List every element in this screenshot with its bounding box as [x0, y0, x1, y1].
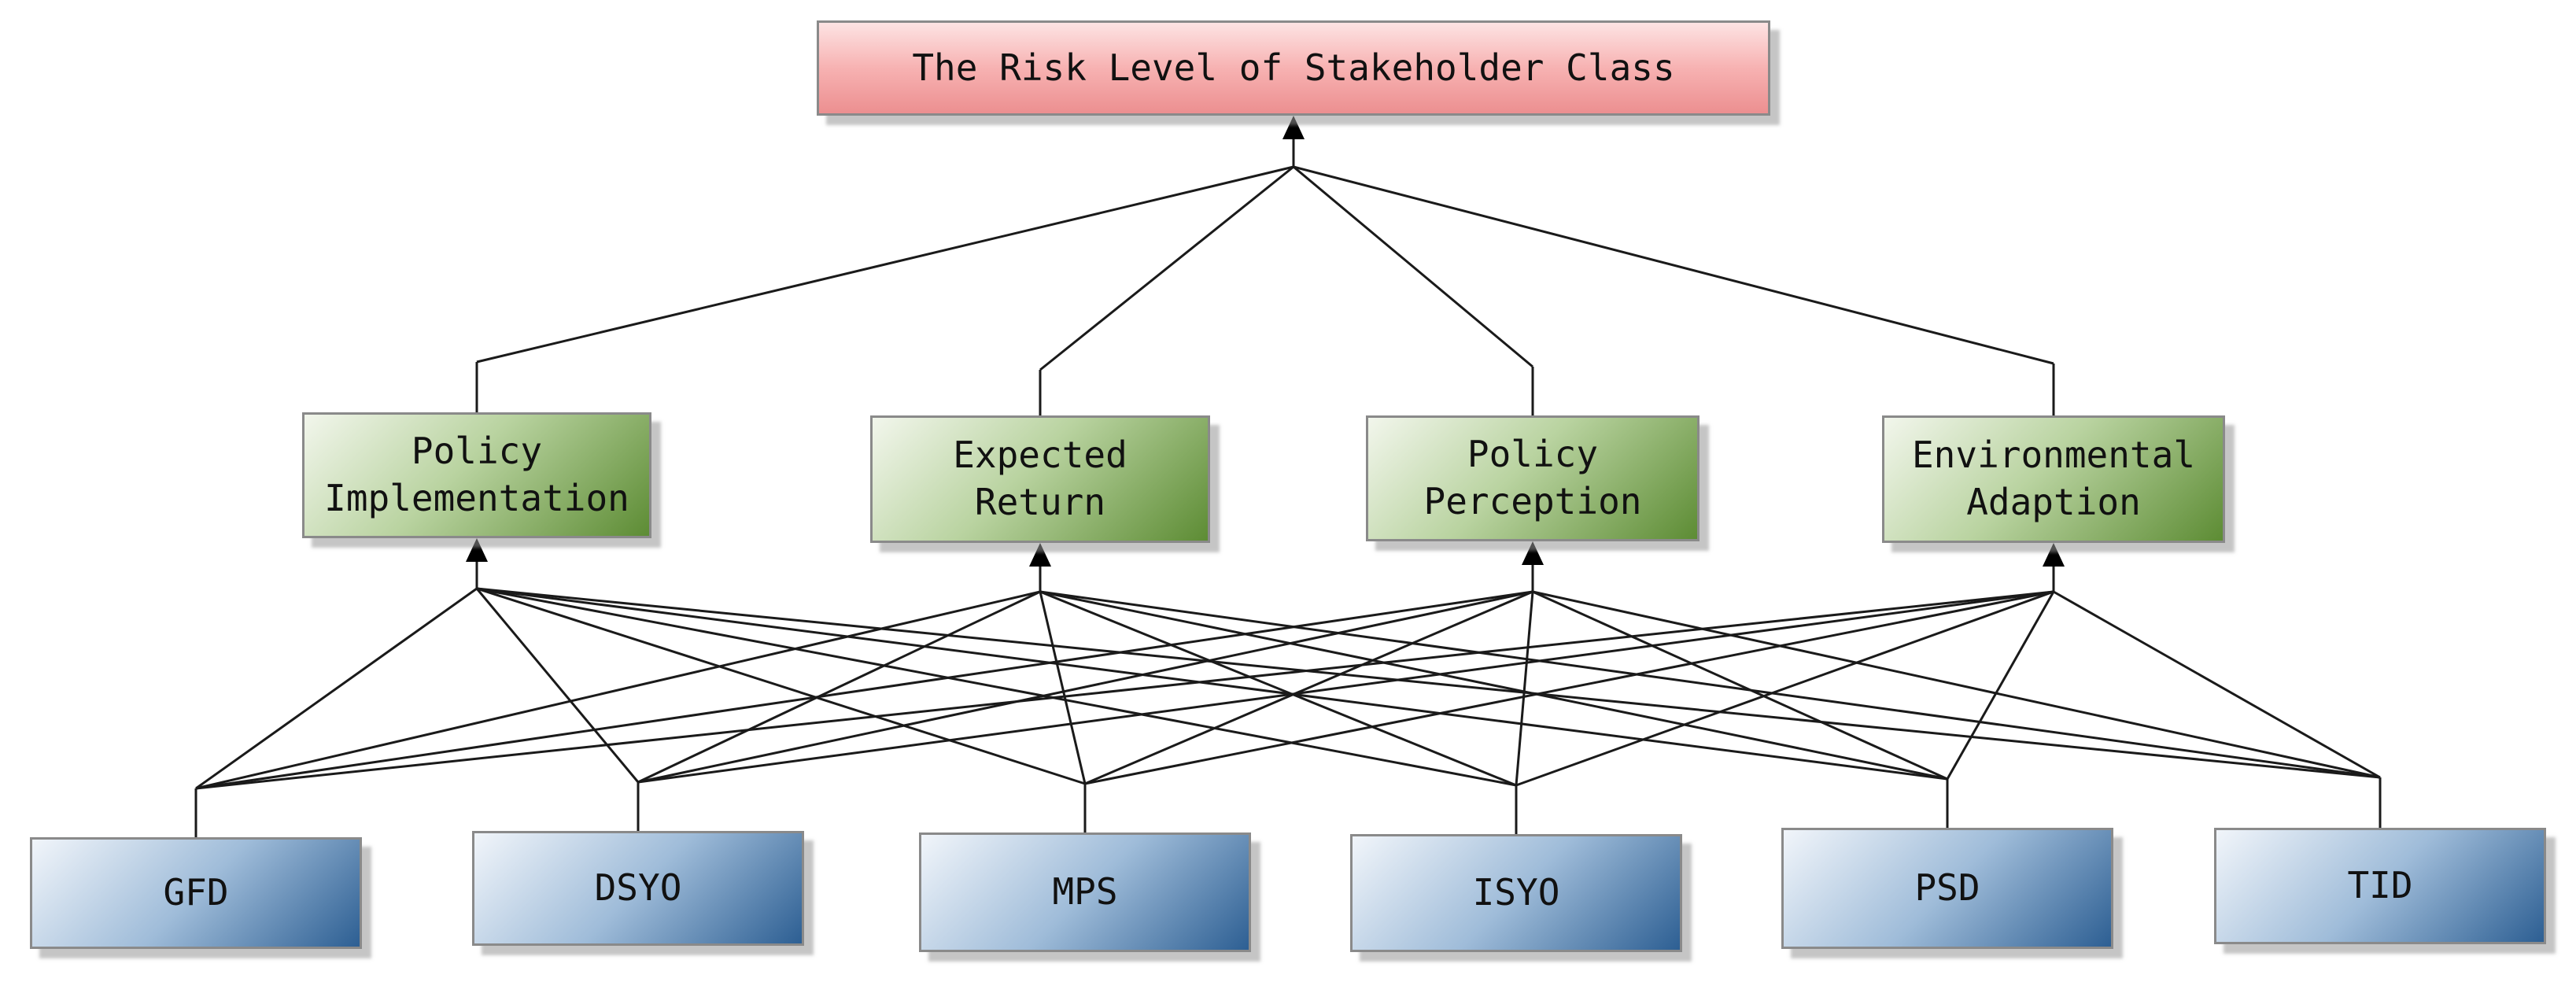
connector-indicator-to-criterion: [1084, 590, 2054, 785]
connector-indicator-to-criterion: [195, 590, 1041, 790]
connector-indicator-to-criterion: [476, 587, 1086, 785]
connector-indicator-to-criterion: [1515, 590, 2054, 787]
indicator-node-isyo: ISYO: [1350, 834, 1682, 952]
goal-node: The Risk Level of Stakeholder Class: [817, 20, 1770, 116]
connector-indicator-to-criterion: [1039, 590, 1517, 787]
connector-indicator-to-criterion: [2053, 590, 2381, 779]
indicator-label: TID: [2347, 864, 2413, 907]
connector-indicator-to-criterion: [195, 590, 1533, 790]
connector-indicator-to-criterion: [476, 587, 1517, 787]
indicator-node-psd: PSD: [1781, 828, 2113, 949]
connector-indicator-to-criterion: [476, 587, 1948, 781]
connector-indicator-to-criterion: [195, 590, 2054, 790]
connector-indicator-to-criterion: [476, 587, 2381, 779]
connector-indicator-to-criterion: [1039, 590, 1948, 781]
criterion-label-line1: Expected: [953, 434, 1127, 477]
criterion-label-line2: Perception: [1423, 480, 1642, 522]
criterion-node-policy-perception: Policy Perception: [1366, 415, 1699, 541]
criterion-label-line1: Policy: [411, 430, 543, 473]
arrowhead-goal: [1282, 116, 1305, 139]
indicator-label: DSYO: [594, 866, 682, 910]
criterion-label-line1: Policy: [1467, 433, 1599, 476]
indicator-label: PSD: [1914, 866, 1980, 910]
connector-indicator-to-criterion: [475, 588, 640, 783]
indicator-node-dsyo: DSYO: [472, 831, 804, 946]
connector-indicator-to-criterion: [1039, 590, 2381, 779]
connector-criterion-to-goal: [1039, 165, 1294, 371]
criterion-label-line2: Return: [974, 481, 1106, 523]
connector-indicator-to-criterion: [637, 590, 1041, 784]
criterion-node-policy-implementation: Policy Implementation: [302, 412, 651, 538]
indicator-node-gfd: GFD: [30, 837, 362, 949]
criterion-label-line2: Adaption: [1966, 481, 2141, 523]
connector-indicator-to-criterion: [1084, 590, 1533, 785]
indicator-node-tid: TID: [2214, 828, 2546, 944]
criterion-node-expected-return: Expected Return: [870, 415, 1210, 543]
criterion-node-environmental-adaption: Environmental Adaption: [1882, 415, 2225, 543]
indicator-label: ISYO: [1472, 871, 1560, 914]
connector-indicator-to-criterion: [637, 590, 2054, 784]
connector-indicator-to-criterion: [1039, 591, 1087, 784]
connector-indicator-to-criterion: [1532, 590, 2381, 779]
arrowhead-criterion: [2043, 543, 2065, 567]
connector-indicator-to-criterion: [195, 587, 478, 790]
connector-indicator-to-criterion: [1532, 590, 1948, 781]
arrowhead-criterion: [1029, 543, 1051, 567]
indicator-label: MPS: [1052, 870, 1118, 914]
arrowhead-criterion: [466, 538, 488, 562]
goal-label: The Risk Level of Stakeholder Class: [912, 46, 1675, 89]
indicator-label: GFD: [163, 871, 229, 914]
criterion-label-line1: Environmental: [1911, 434, 2196, 477]
connector-indicator-to-criterion: [1946, 591, 2055, 780]
criterion-label-line2: Implementation: [324, 477, 629, 519]
connector-indicator-to-criterion: [637, 590, 1533, 784]
connector-criterion-to-goal: [1293, 165, 1533, 368]
indicator-node-mps: MPS: [919, 832, 1251, 952]
connector-criterion-to-goal: [476, 165, 1294, 364]
connector-indicator-to-criterion: [1515, 591, 1534, 786]
arrowhead-criterion: [1522, 541, 1544, 565]
connector-criterion-to-goal: [1293, 165, 2054, 365]
